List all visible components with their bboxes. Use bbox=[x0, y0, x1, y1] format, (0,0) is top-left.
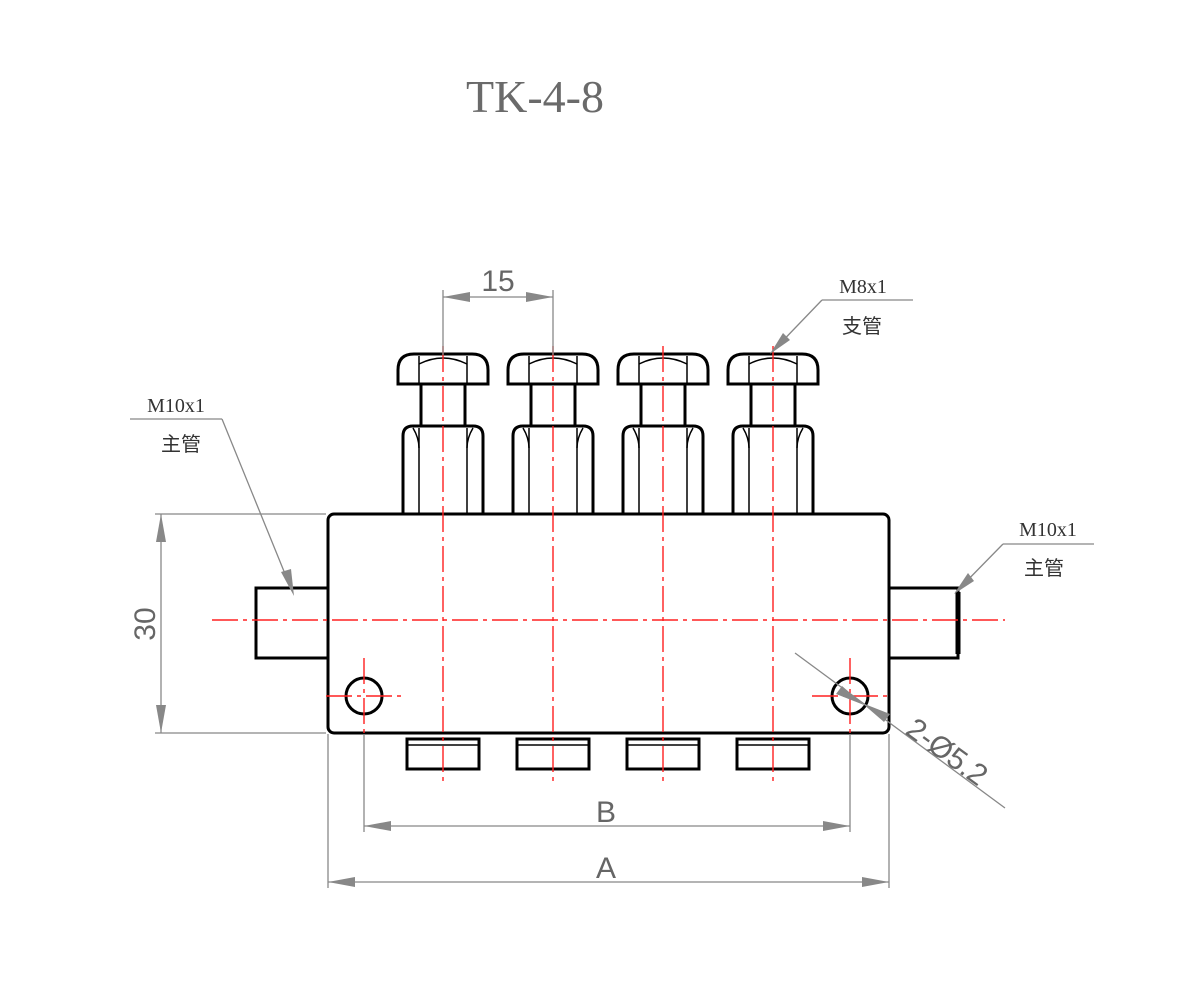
drawing-title: TK-4-8 bbox=[466, 71, 604, 122]
left-inlet-port bbox=[254, 586, 328, 660]
callout-inlet-right: M10x1 主管 bbox=[954, 519, 1094, 594]
callout-branch: M8x1 支管 bbox=[770, 276, 913, 354]
callout-inlet-right-thread: M10x1 bbox=[1019, 519, 1077, 541]
callout-branch-label: 支管 bbox=[842, 315, 882, 338]
callout-mount-holes-text: 2-Ø5.2 bbox=[900, 712, 994, 793]
callout-inlet-right-label: 主管 bbox=[1024, 557, 1064, 580]
bottom-plugs bbox=[405, 737, 811, 771]
dimension-overall-length: A bbox=[327, 734, 890, 888]
center-lines bbox=[212, 346, 1005, 785]
dimension-hole-spacing: B bbox=[363, 734, 851, 832]
dimension-height: 30 bbox=[129, 513, 326, 734]
callout-inlet-left: M10x1 主管 bbox=[130, 395, 294, 596]
callout-branch-thread: M8x1 bbox=[839, 276, 887, 298]
dimension-overall-length-text: A bbox=[596, 852, 616, 885]
dimension-pitch: 15 bbox=[442, 265, 554, 355]
dimension-height-text: 30 bbox=[129, 607, 162, 640]
outlet-fittings bbox=[396, 352, 820, 516]
callout-inlet-left-thread: M10x1 bbox=[147, 395, 205, 417]
right-inlet-port bbox=[889, 586, 961, 660]
callout-inlet-left-label: 主管 bbox=[161, 433, 201, 456]
dimension-pitch-text: 15 bbox=[481, 265, 514, 298]
callout-mount-holes: 2-Ø5.2 bbox=[794, 652, 1006, 809]
manifold-body bbox=[326, 512, 891, 735]
dimension-hole-spacing-text: B bbox=[596, 796, 616, 829]
